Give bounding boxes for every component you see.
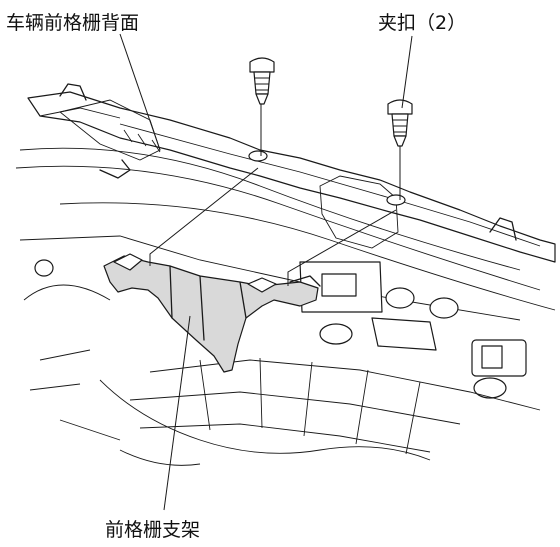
grille-bracket-label: 前格栅支架 bbox=[105, 519, 201, 541]
front-grille-bracket bbox=[103, 253, 321, 373]
grille-back-frame bbox=[15, 83, 556, 311]
clip-right bbox=[387, 99, 413, 147]
clip-hole-left bbox=[248, 150, 268, 162]
clips-label: 夹扣（2） bbox=[378, 12, 467, 34]
assembly-guide-lines bbox=[149, 104, 401, 286]
grille-back-label: 车辆前格栅背面 bbox=[6, 12, 140, 34]
label-leaders bbox=[119, 33, 413, 511]
clip-left bbox=[249, 57, 275, 105]
clip-hole-right bbox=[386, 194, 406, 206]
front-grille-lower bbox=[19, 235, 541, 466]
